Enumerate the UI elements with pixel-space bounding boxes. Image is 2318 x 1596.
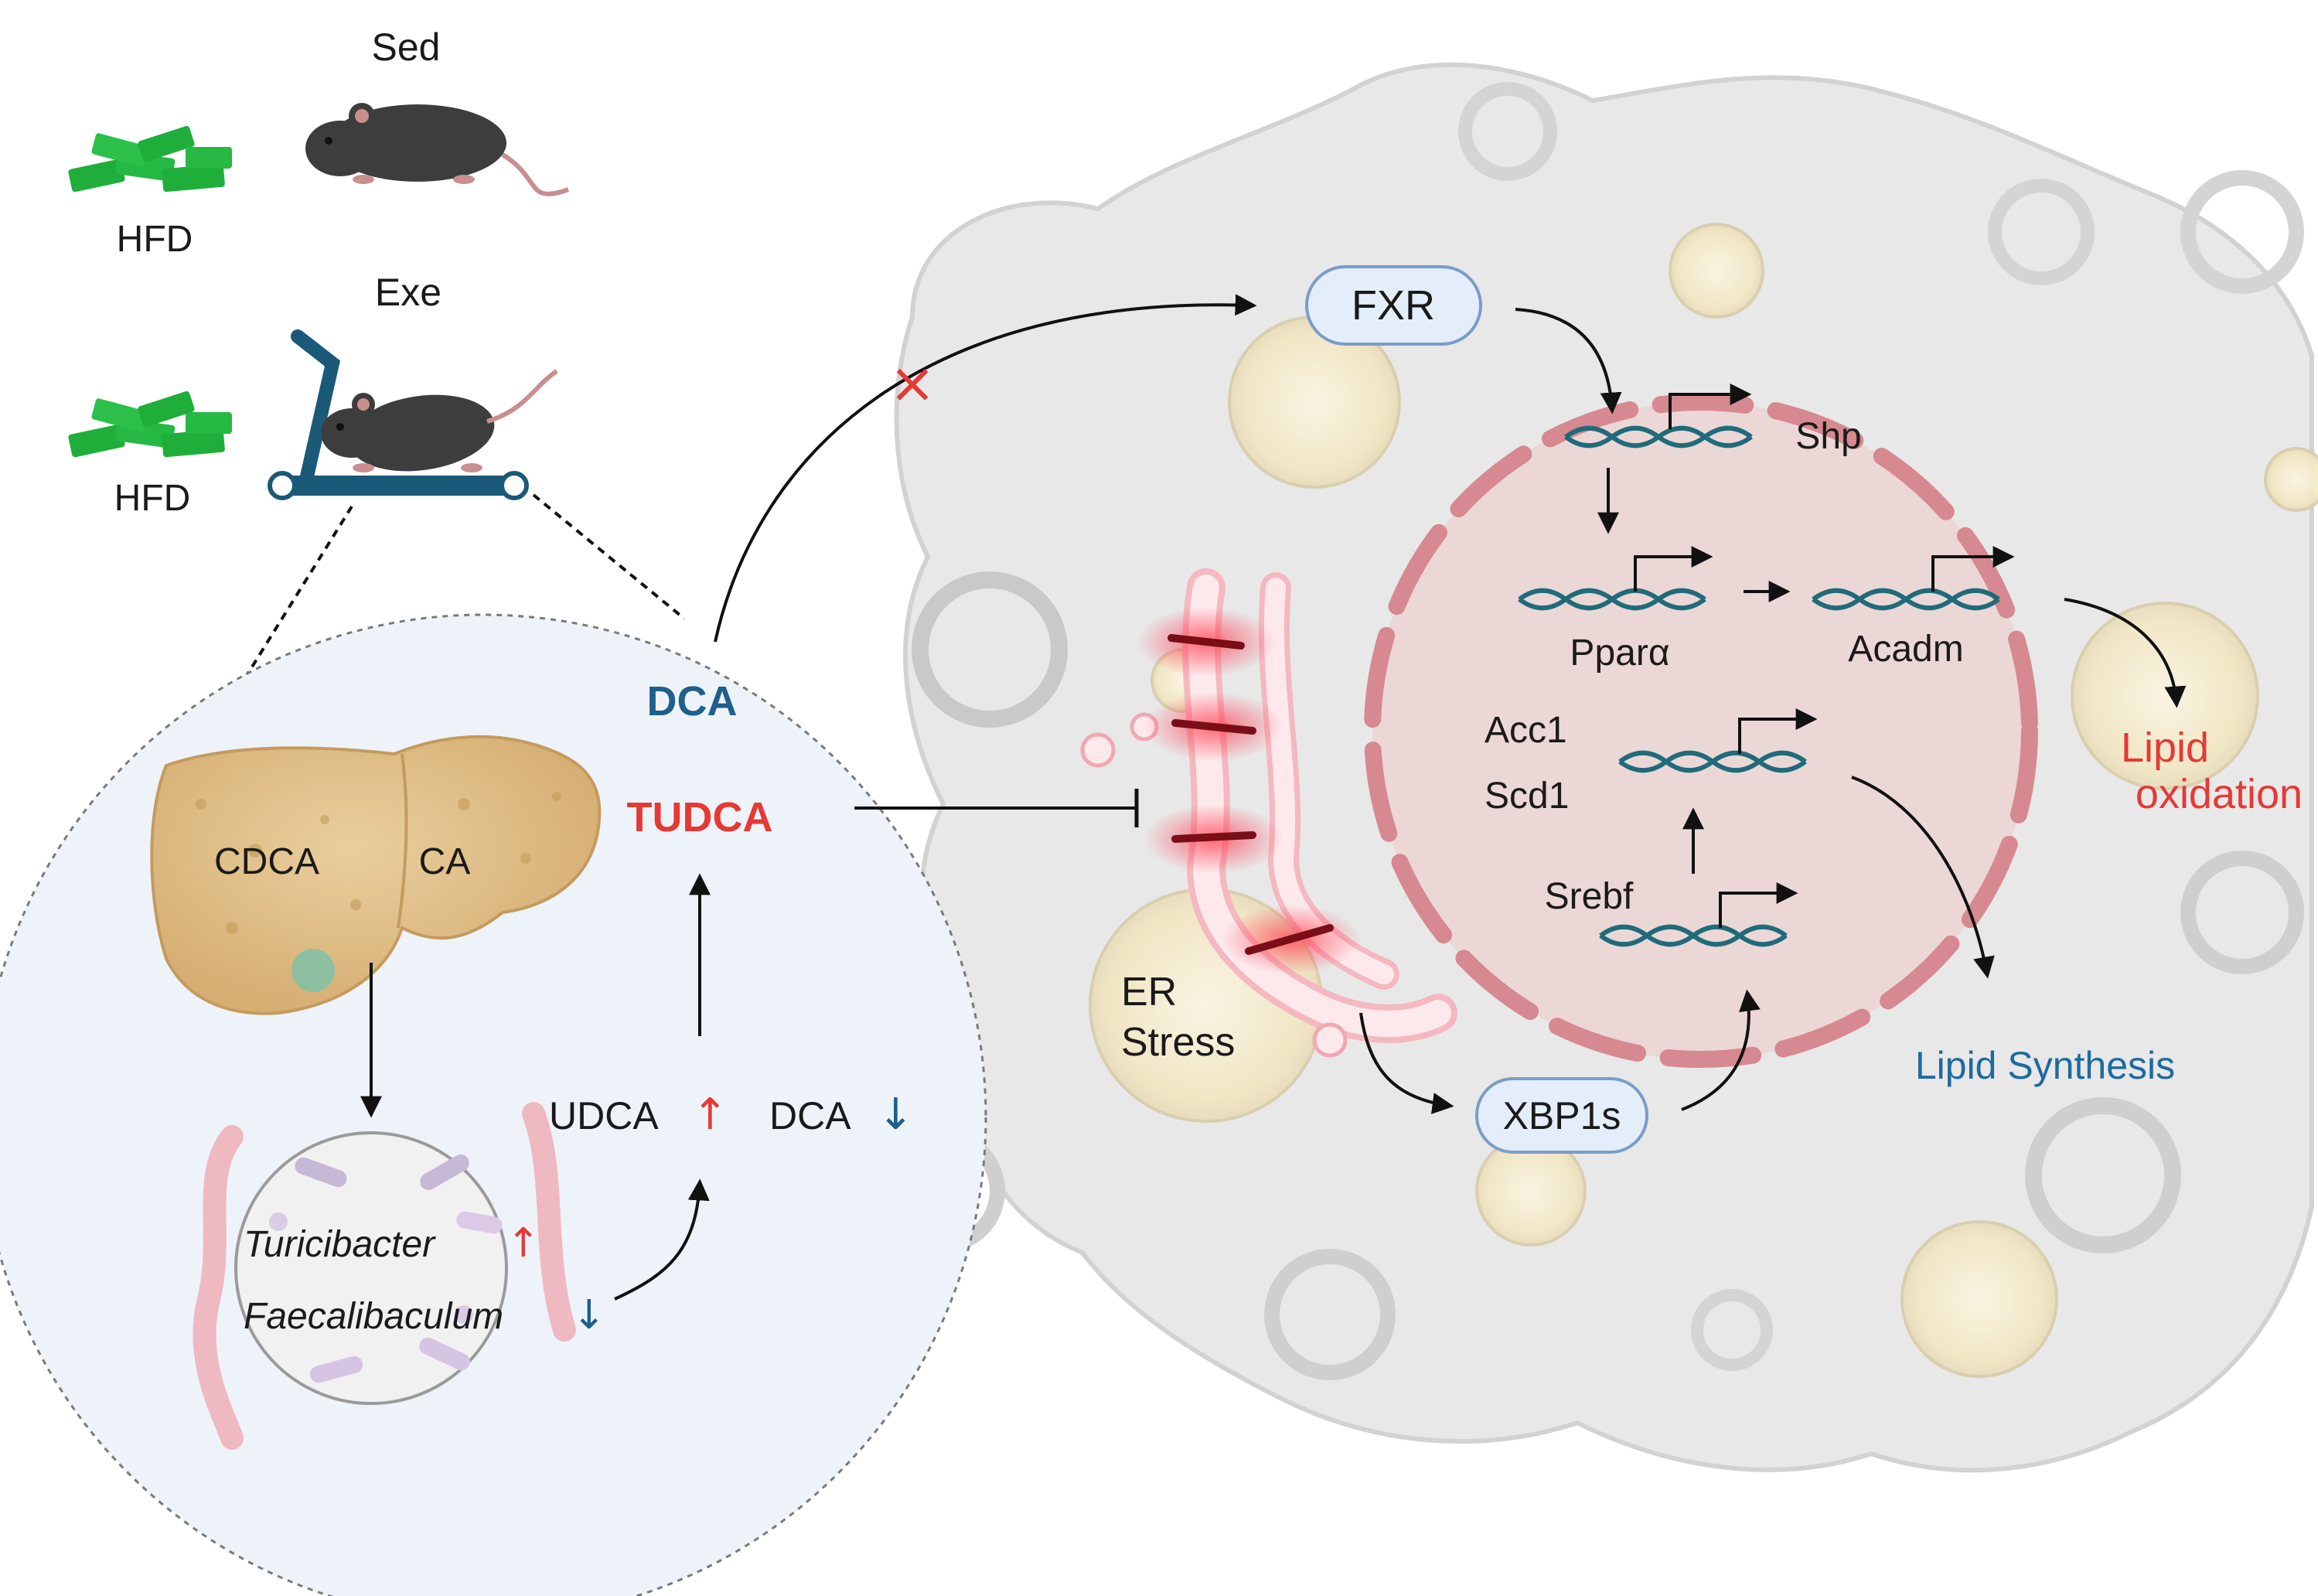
tudca-label: TUDCA <box>627 794 773 841</box>
er-structure <box>1080 568 1457 1058</box>
dca-bottom-label: DCA <box>769 1094 851 1137</box>
cdca-label: CDCA <box>214 841 319 882</box>
ppara-gene <box>1518 546 1713 611</box>
exe-label: Exe <box>375 271 441 314</box>
nucleus <box>1364 394 2038 1068</box>
lipid-oxidation-label-1: Lipid <box>2121 725 2209 771</box>
turicibacter-up-arrow: ↑ <box>506 1220 540 1267</box>
fxr-pill <box>1305 265 1482 346</box>
faecalibaculum-label: Faecalibaculum <box>244 1296 503 1337</box>
arrow-dca-to-fxr <box>714 294 1257 643</box>
zoom-line-left <box>242 505 353 682</box>
blocked-mark: × <box>889 350 936 415</box>
acadm-label: Acadm <box>1848 629 1963 670</box>
hfd-food-bottom <box>68 390 232 458</box>
faecalibaculum-down-arrow: ↓ <box>572 1292 606 1339</box>
shp-gene <box>1564 384 1753 448</box>
xbp1s-pill <box>1475 1077 1648 1154</box>
arrow-fxr-to-shp <box>1515 308 1622 414</box>
acc1-label: Acc1 <box>1485 710 1567 751</box>
arrow-acadm-to-lipid-oxidation <box>2064 598 2187 708</box>
fxr-label: FXR <box>1352 282 1435 329</box>
hfd-label-top: HFD <box>117 219 193 260</box>
sed-label: Sed <box>372 26 441 69</box>
acadm-gene <box>1812 546 2015 611</box>
shp-label: Shp <box>1795 416 1861 457</box>
liver <box>150 735 602 1015</box>
srebf-gene <box>1599 882 1798 947</box>
er-label: ER <box>1121 970 1177 1015</box>
lipid-oxidation-label-2: oxidation <box>2136 771 2303 817</box>
treadmill <box>268 329 529 500</box>
exe-mouse <box>321 369 558 472</box>
ca-label: CA <box>419 841 471 882</box>
zoom-line-right <box>532 493 686 620</box>
hfd-food-top <box>68 125 232 193</box>
lipid-synthesis-label: Lipid Synthesis <box>1915 1044 2175 1087</box>
hfd-label-bottom: HFD <box>114 478 191 519</box>
udca-label: UDCA <box>549 1094 659 1137</box>
stress-label: Stress <box>1121 1020 1235 1065</box>
udca-up-arrow: ↑ <box>692 1090 728 1140</box>
dca-down-arrow: ↓ <box>878 1090 914 1140</box>
sed-mouse <box>305 103 570 196</box>
turicibacter-label: Turicibacter <box>244 1224 436 1265</box>
intestine <box>193 1102 576 1450</box>
acc1-scd1-gene <box>1618 708 1818 773</box>
scd1-label: Scd1 <box>1485 776 1569 817</box>
dca-top-label: DCA <box>647 678 738 725</box>
microbiota-circle <box>234 1131 508 1405</box>
arrow-er-to-xbp1s <box>1359 1012 1454 1114</box>
arrow-to-lipid-synthesis <box>1851 776 1995 979</box>
arrow-microbiota-to-udca <box>614 1178 710 1301</box>
ppara-label: Pparα <box>1570 633 1669 674</box>
arrow-xbp1s-to-srebf <box>1681 989 1761 1111</box>
xbp1s-label: XBP1s <box>1503 1094 1621 1137</box>
srebf-label: Srebf <box>1545 876 1634 917</box>
